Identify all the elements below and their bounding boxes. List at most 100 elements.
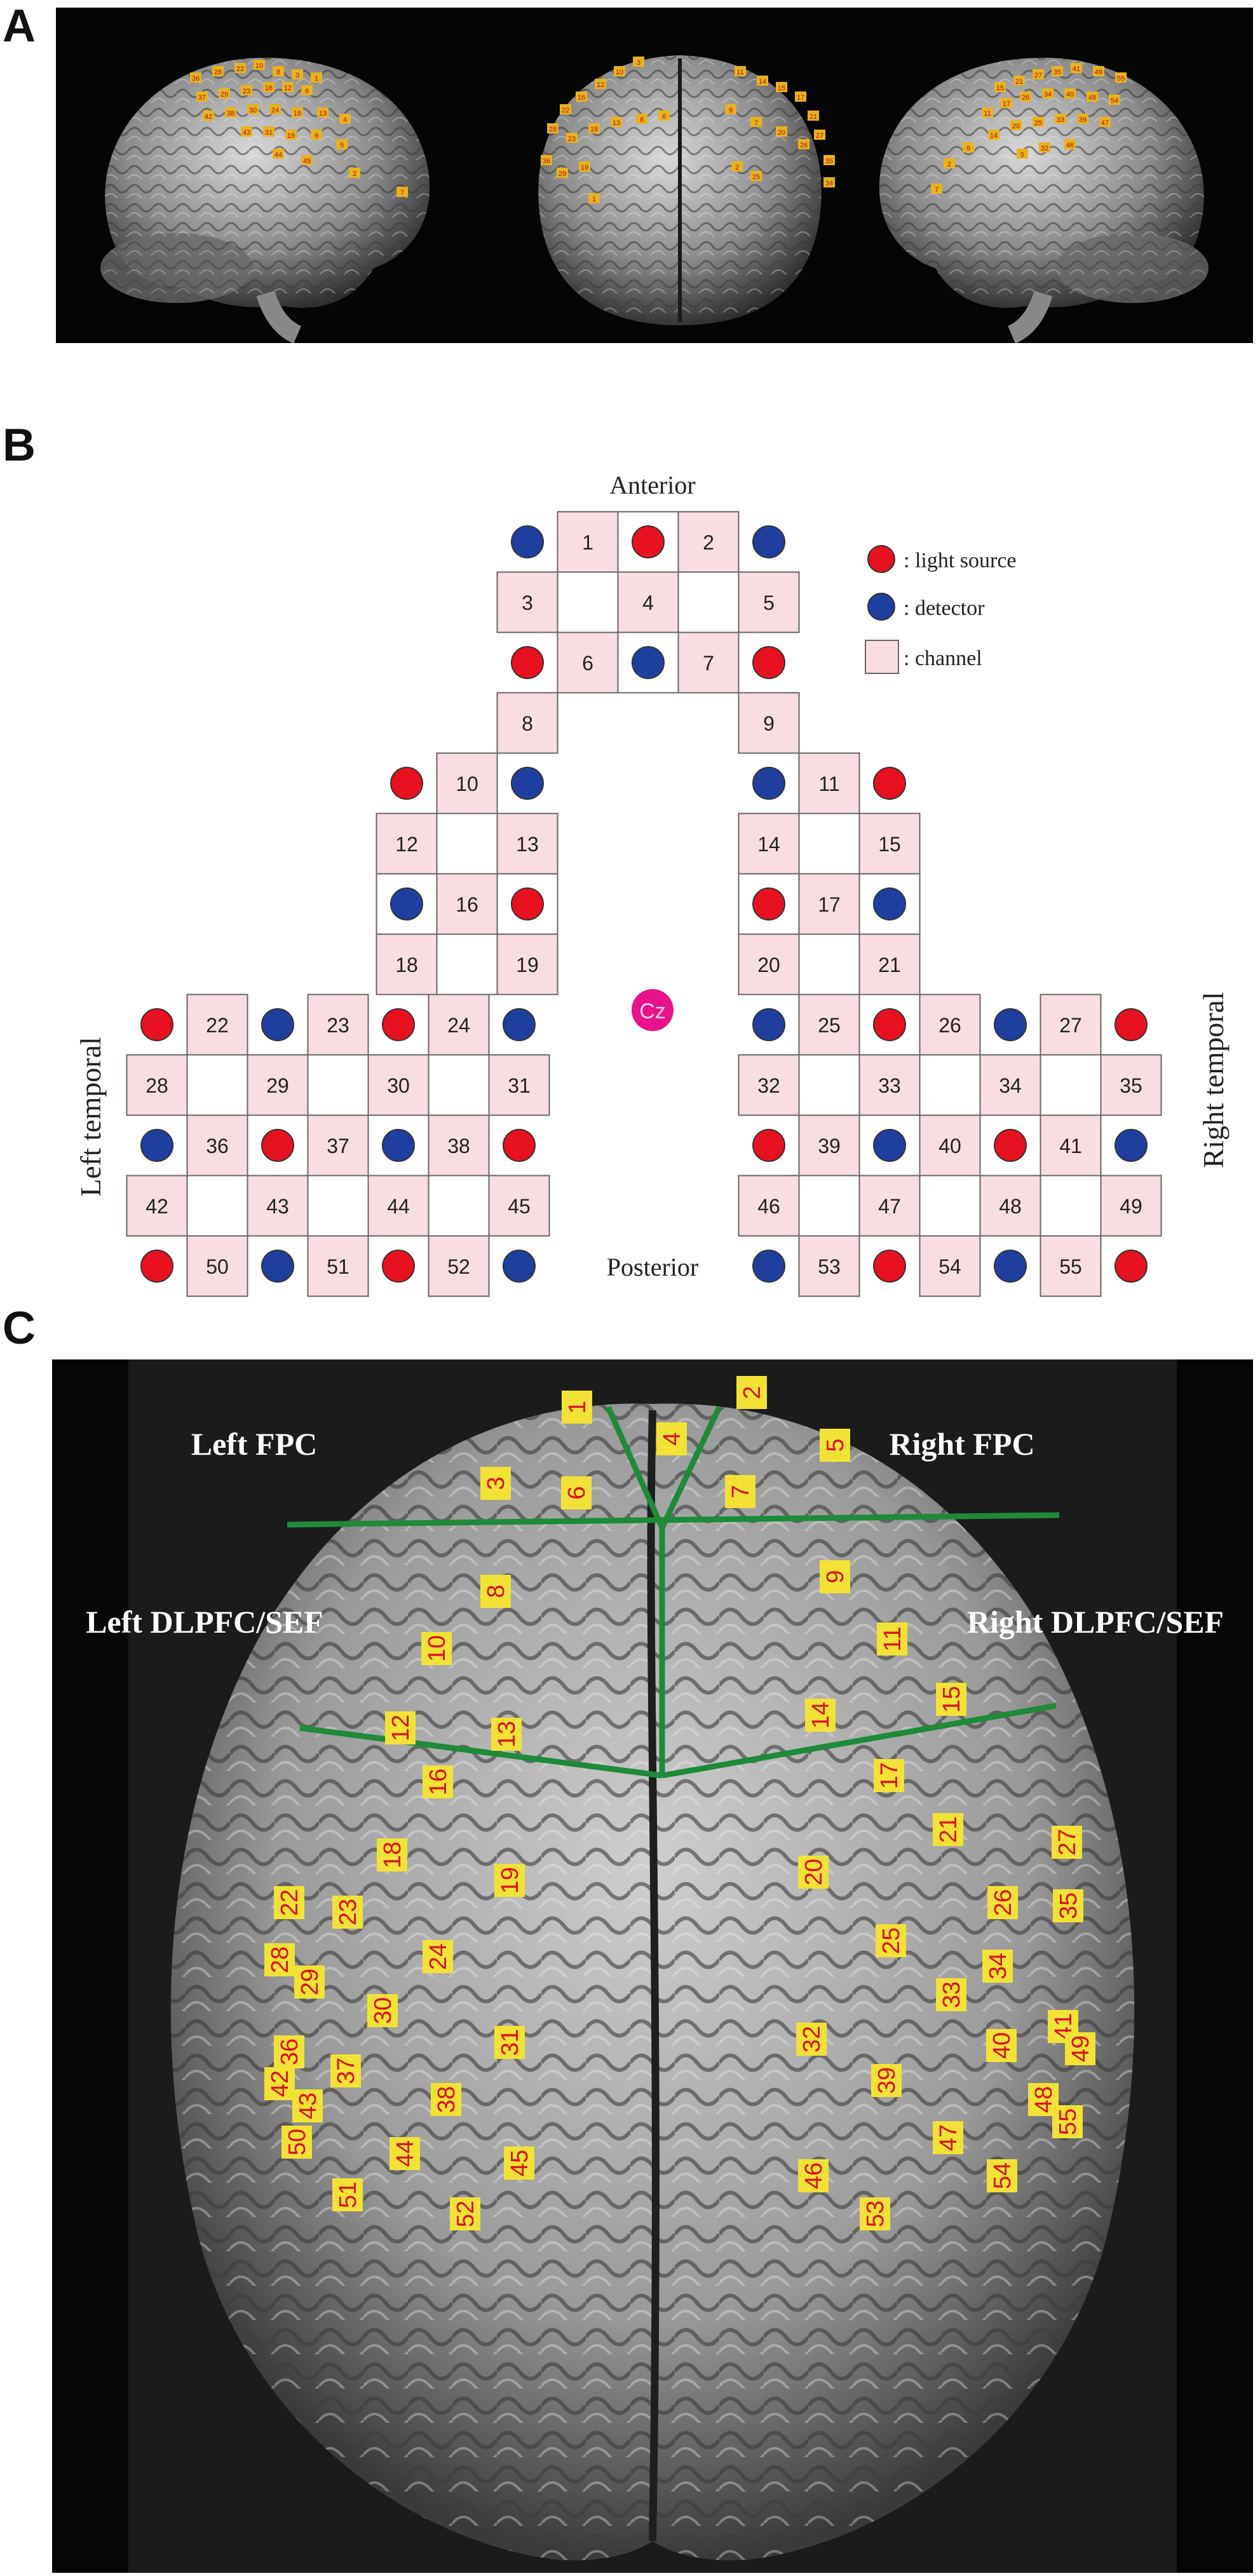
channel-marker-48: 48 xyxy=(1028,2083,1059,2116)
channel-label-52: 52 xyxy=(447,1255,470,1278)
detector-0 xyxy=(511,525,544,558)
panel-a-marker-30: 30 xyxy=(247,104,259,114)
channel-cell-38: 38 xyxy=(428,1114,490,1177)
panel-a-marker-label-6: 6 xyxy=(662,113,666,121)
channel-cell-49: 49 xyxy=(1100,1175,1162,1237)
channel-label-35: 35 xyxy=(1120,1074,1142,1097)
channel-label-46: 46 xyxy=(757,1195,780,1218)
channel-label-37: 37 xyxy=(327,1135,349,1157)
panel-a-marker-38: 38 xyxy=(225,107,236,118)
panel-a-marker-label-5: 5 xyxy=(340,142,344,149)
channel-marker-3: 3 xyxy=(480,1467,511,1500)
channel-marker-25: 25 xyxy=(876,1924,906,1957)
channel-marker-label-27: 27 xyxy=(1054,1829,1081,1856)
panel-a-marker-label-13: 13 xyxy=(319,110,327,118)
panel-a-marker-7: 7 xyxy=(931,184,942,194)
panel-a-marker-label-26: 26 xyxy=(1022,94,1029,102)
panel-a-marker-31: 31 xyxy=(263,126,274,137)
panel-a-marker-23: 23 xyxy=(566,133,578,143)
brain-top-view-svg: Left FPC Right FPC Left DLPFC/SEF Right … xyxy=(86,1359,1224,2573)
channel-marker-7: 7 xyxy=(725,1475,755,1508)
panel-a-marker-label-17: 17 xyxy=(1003,100,1010,108)
panel-a-marker-label-8: 8 xyxy=(640,116,644,124)
light-source-16 xyxy=(382,1008,415,1041)
panel-a-marker-label-11: 11 xyxy=(736,69,743,76)
left-fpc-label: Left FPC xyxy=(191,1426,318,1462)
light-source-5 xyxy=(752,646,785,679)
channel-marker-label-43: 43 xyxy=(295,2093,322,2119)
channel-cell-6: 6 xyxy=(557,631,619,694)
channel-marker-16: 16 xyxy=(423,1765,453,1798)
channel-label-2: 2 xyxy=(703,531,714,554)
panel-a-marker-label-31: 31 xyxy=(265,129,273,137)
panel-a-marker-label-21: 21 xyxy=(810,113,817,121)
channel-cell-9: 9 xyxy=(738,692,800,754)
channel-cell-30: 30 xyxy=(367,1054,430,1116)
channel-label-53: 53 xyxy=(818,1255,841,1278)
panel-a-marker-2: 2 xyxy=(944,158,955,168)
channel-marker-label-20: 20 xyxy=(801,1859,827,1885)
light-source-35 xyxy=(873,1250,906,1283)
channel-label-23: 23 xyxy=(327,1014,349,1037)
channel-marker-35: 35 xyxy=(1053,1889,1083,1922)
channel-label-12: 12 xyxy=(395,833,418,856)
channel-cell-7: 7 xyxy=(677,631,740,694)
channel-cell-44: 44 xyxy=(367,1175,430,1237)
channel-label-47: 47 xyxy=(878,1195,901,1218)
channel-cell-29: 29 xyxy=(247,1054,309,1116)
channel-label-54: 54 xyxy=(938,1255,961,1278)
channel-cell-22: 22 xyxy=(186,994,248,1056)
channel-marker-40: 40 xyxy=(986,2029,1017,2062)
light-source-30 xyxy=(752,1129,785,1162)
left-dlpfc-label: Left DLPFC/SEF xyxy=(86,1604,323,1640)
channel-marker-label-54: 54 xyxy=(989,2162,1016,2189)
light-source-14 xyxy=(140,1008,173,1041)
panel-a-marker-label-27: 27 xyxy=(1034,72,1042,79)
panel-a-marker-5: 5 xyxy=(1017,149,1028,159)
channel-marker-32: 32 xyxy=(796,2023,827,2056)
panel-a-marker-25: 25 xyxy=(1033,117,1044,127)
channel-label-18: 18 xyxy=(395,954,418,976)
channel-cell-15: 15 xyxy=(858,813,921,875)
panel-a-marker-label-9: 9 xyxy=(729,107,733,114)
panel-a-marker-label-3: 3 xyxy=(637,59,640,67)
panel-a-marker-36: 36 xyxy=(190,72,201,83)
panel-a-marker-10: 10 xyxy=(614,66,625,76)
light-source-12 xyxy=(752,887,785,920)
panel-a-marker-label-39: 39 xyxy=(1079,116,1087,124)
panel-a-marker-label-7: 7 xyxy=(935,186,938,194)
channel-label-49: 49 xyxy=(1120,1195,1142,1218)
detector-28 xyxy=(994,1008,1027,1041)
detector-31 xyxy=(873,1129,906,1162)
channel-cell-8: 8 xyxy=(496,692,559,754)
channel-label-14: 14 xyxy=(757,833,780,856)
channel-marker-39: 39 xyxy=(871,2064,902,2097)
channel-marker-label-52: 52 xyxy=(452,2201,479,2227)
channel-marker-label-15: 15 xyxy=(938,1686,965,1713)
channel-label-41: 41 xyxy=(1059,1135,1082,1157)
panel-a-marker-12: 12 xyxy=(282,82,294,92)
channel-cell-12: 12 xyxy=(376,813,438,875)
channel-marker-label-17: 17 xyxy=(876,1762,903,1789)
channel-marker-label-22: 22 xyxy=(276,1889,303,1916)
channel-label-29: 29 xyxy=(266,1074,289,1097)
channel-cell-42: 42 xyxy=(126,1175,188,1237)
channel-marker-label-10: 10 xyxy=(424,1635,450,1662)
panel-a-marker-47: 47 xyxy=(1099,117,1111,127)
channel-marker-55: 55 xyxy=(1052,2105,1083,2138)
channel-marker-12: 12 xyxy=(385,1711,416,1744)
panel-a-marker-25: 25 xyxy=(750,171,762,181)
channel-label-21: 21 xyxy=(878,954,901,976)
channel-marker-38: 38 xyxy=(431,2083,461,2116)
channel-cell-24: 24 xyxy=(428,994,490,1056)
channel-marker-24: 24 xyxy=(423,1940,453,1973)
panel-a-marker-32: 32 xyxy=(1039,142,1050,152)
panel-a-marker-label-43: 43 xyxy=(243,129,250,137)
light-source-11 xyxy=(511,887,544,920)
panel-a-marker-label-4: 4 xyxy=(343,116,347,124)
panel-a-marker-label-40: 40 xyxy=(1066,91,1074,98)
panel-a-marker-9: 9 xyxy=(311,130,322,140)
panel-a-marker-label-34: 34 xyxy=(1044,91,1052,98)
panel-a-marker-label-29: 29 xyxy=(559,170,566,178)
